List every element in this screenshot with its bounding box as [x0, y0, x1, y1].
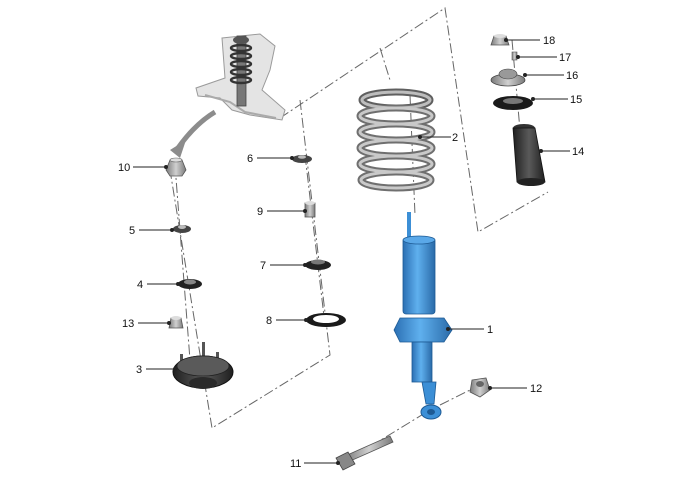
- callout-10: 10: [118, 162, 130, 174]
- bushing-9: [304, 201, 316, 218]
- seat-15: [493, 96, 533, 110]
- washer-4: [178, 279, 202, 289]
- callout-11: 11: [290, 458, 301, 470]
- shock-absorber: [393, 212, 453, 420]
- nut-10: [165, 157, 187, 177]
- callout-labels: 10 5 4 13 3 6 9 7 8 11 12 2 1 14 15 16 1…: [118, 35, 584, 470]
- callout-3: 3: [136, 364, 142, 376]
- callout-12: 12: [530, 383, 542, 395]
- nut-13: [168, 316, 184, 329]
- stud-17: [511, 51, 518, 61]
- washer-6: [292, 155, 312, 163]
- callout-9: 9: [257, 206, 263, 218]
- callout-17: 17: [559, 52, 571, 64]
- coil-spring: [356, 88, 436, 192]
- washer-5: [173, 225, 191, 233]
- leader-lines: [133, 39, 570, 464]
- callout-4: 4: [137, 279, 143, 291]
- dust-boot-14: [512, 124, 546, 186]
- callout-7: 7: [260, 260, 266, 272]
- callout-2: 2: [452, 132, 458, 144]
- nut-18: [490, 34, 510, 46]
- callout-16: 16: [566, 70, 578, 82]
- ring-8: [306, 313, 346, 327]
- bolt-11: [335, 435, 394, 471]
- mounting-bracket: [172, 342, 234, 389]
- arrow-icon: [170, 140, 186, 158]
- callout-1: 1: [487, 324, 493, 336]
- inset-suspension-assembly: [170, 33, 286, 158]
- callout-13: 13: [122, 318, 134, 330]
- upper-mount-16: [490, 68, 526, 87]
- washer-7: [305, 259, 331, 270]
- nut-12: [469, 377, 491, 398]
- callout-6: 6: [247, 153, 253, 165]
- callout-8: 8: [266, 315, 272, 327]
- callout-18: 18: [543, 35, 555, 47]
- callout-15: 15: [570, 94, 582, 106]
- leader-dots: [164, 38, 543, 465]
- callout-14: 14: [572, 146, 584, 158]
- callout-5: 5: [129, 225, 135, 237]
